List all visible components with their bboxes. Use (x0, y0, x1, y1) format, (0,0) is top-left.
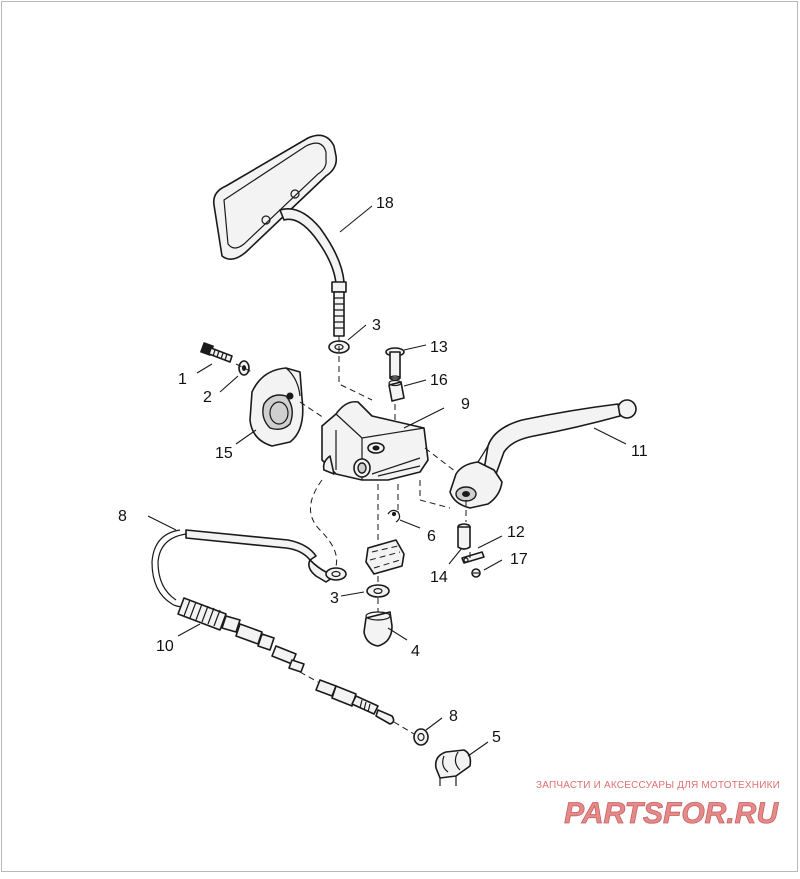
cable-lower-fitting (315, 679, 395, 725)
part-8-cable-washer (413, 728, 429, 746)
leader-lines (147, 205, 627, 757)
callout-16: 16 (430, 372, 448, 389)
callout-9: 9 (461, 396, 470, 413)
callout-8-upper: 8 (118, 508, 127, 525)
part-5-cable-clip (434, 749, 472, 786)
part-12-clip (461, 551, 485, 564)
watermark-tagline: ЗАПЧАСТИ И АКСЕССУАРЫ ДЛЯ МОТОТЕХНИКИ (535, 780, 780, 791)
part-13-pivot-pin (385, 347, 405, 381)
callout-5: 5 (492, 729, 501, 746)
part-15-clamp (249, 367, 304, 447)
part-16-bushing (388, 379, 405, 402)
callout-labels: 1 2 3 3 4 5 6 8 8 9 10 11 12 13 14 15 16… (118, 195, 648, 746)
part-11-clutch-lever (449, 399, 637, 509)
callout-18: 18 (376, 195, 394, 212)
part-6-retaining-clip (387, 509, 401, 523)
watermark-logo: PARTSFOR.RU (564, 797, 780, 829)
assembly-guide-lines (235, 336, 471, 735)
callout-3-upper: 3 (372, 317, 381, 334)
callout-17: 17 (510, 551, 528, 568)
part-17-screw (471, 568, 481, 578)
part-8-clutch-cable (151, 529, 347, 605)
callout-14: 14 (430, 569, 448, 586)
part-1-screw (199, 341, 233, 363)
part-9-clutch-perch (321, 400, 429, 481)
part-2-washer (238, 360, 250, 376)
detent-spring-assembly (365, 539, 405, 575)
callout-1: 1 (178, 371, 187, 388)
part-14-pin (457, 523, 471, 550)
callout-8-lower: 8 (449, 708, 458, 725)
callout-2: 2 (203, 389, 212, 406)
part-3-lock-washer-lower (366, 584, 390, 598)
part-10-cable-adjuster (171, 597, 305, 673)
callout-13: 13 (430, 339, 448, 356)
callout-15: 15 (215, 445, 233, 462)
callout-4: 4 (411, 643, 420, 660)
callout-6: 6 (427, 528, 436, 545)
callout-10: 10 (156, 638, 174, 655)
watermark-logo-text: PARTSFOR.RU (564, 797, 779, 829)
callout-12: 12 (507, 524, 525, 541)
callout-3-lower: 3 (330, 590, 339, 607)
callout-11: 11 (631, 443, 648, 460)
